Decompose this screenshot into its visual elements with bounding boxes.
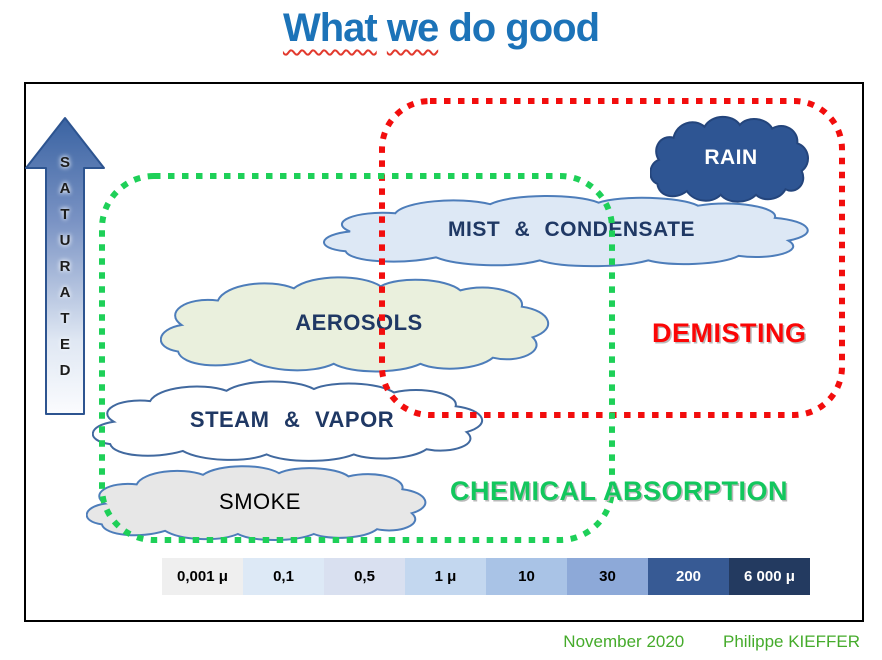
cloud-label: AEROSOLS (295, 310, 423, 335)
cloud-shape-icon (323, 192, 820, 268)
cloud-smoke: SMOKE (86, 462, 434, 542)
scale-segment: 6 000 μ (729, 558, 810, 595)
arrow-letter: T (60, 310, 70, 327)
cloud-label: RAIN (704, 146, 758, 169)
region-label-chemical-absorption: CHEMICAL ABSORPTION (450, 476, 789, 506)
cloud-aerosols: AEROSOLS (160, 272, 558, 374)
cloud-label: SMOKE (219, 489, 301, 514)
cloud-label: MIST & CONDENSATE (448, 218, 695, 241)
cloud-label: STEAM & VAPOR (189, 407, 395, 432)
cloud-shape-icon (86, 462, 434, 542)
arrow-letter: D (59, 362, 71, 379)
cloud-shape-icon (92, 377, 492, 463)
arrow-letter: A (59, 284, 71, 301)
arrow-letter: R (59, 258, 71, 275)
cloud-rain: RAIN (650, 112, 812, 204)
saturated-arrow-label: S A T U R A T E D (25, 150, 105, 384)
footer: November 2020 Philippe KIEFFER (0, 632, 860, 652)
cloud-shape-icon (650, 112, 812, 204)
cloud-mist-condensate: MIST & CONDENSATE (323, 192, 820, 268)
scale-segment: 0,001 μ (162, 558, 243, 595)
cloud-shape-icon (160, 272, 558, 374)
footer-author: Philippe KIEFFER (723, 632, 860, 651)
scale-segment: 200 (648, 558, 729, 595)
arrow-letter: A (59, 180, 71, 197)
scale-segment: 0,1 (243, 558, 324, 595)
region-label-demisting: DEMISTING (652, 318, 807, 348)
region-chemical-absorption-border (99, 173, 615, 543)
title-word-what: What (282, 6, 378, 50)
arrow-letter: U (59, 232, 71, 249)
slide-title: What we do good (0, 6, 882, 51)
arrow-letter: T (60, 206, 70, 223)
scale-segment: 10 (486, 558, 567, 595)
scale-segment: 0,5 (324, 558, 405, 595)
particle-size-scale-bar: 0,001 μ 0,1 0,5 1 μ 10 30 200 6 000 μ (162, 558, 810, 595)
saturated-arrow-icon (25, 117, 105, 415)
title-rest: do good (448, 6, 600, 50)
arrow-letter: S (59, 154, 70, 171)
scale-segment: 1 μ (405, 558, 486, 595)
footer-date: November 2020 (563, 632, 685, 651)
arrow-letter: E (59, 336, 70, 353)
scale-segment: 30 (567, 558, 648, 595)
title-word-we: we (386, 6, 439, 50)
cloud-steam-vapor: STEAM & VAPOR (92, 377, 492, 463)
